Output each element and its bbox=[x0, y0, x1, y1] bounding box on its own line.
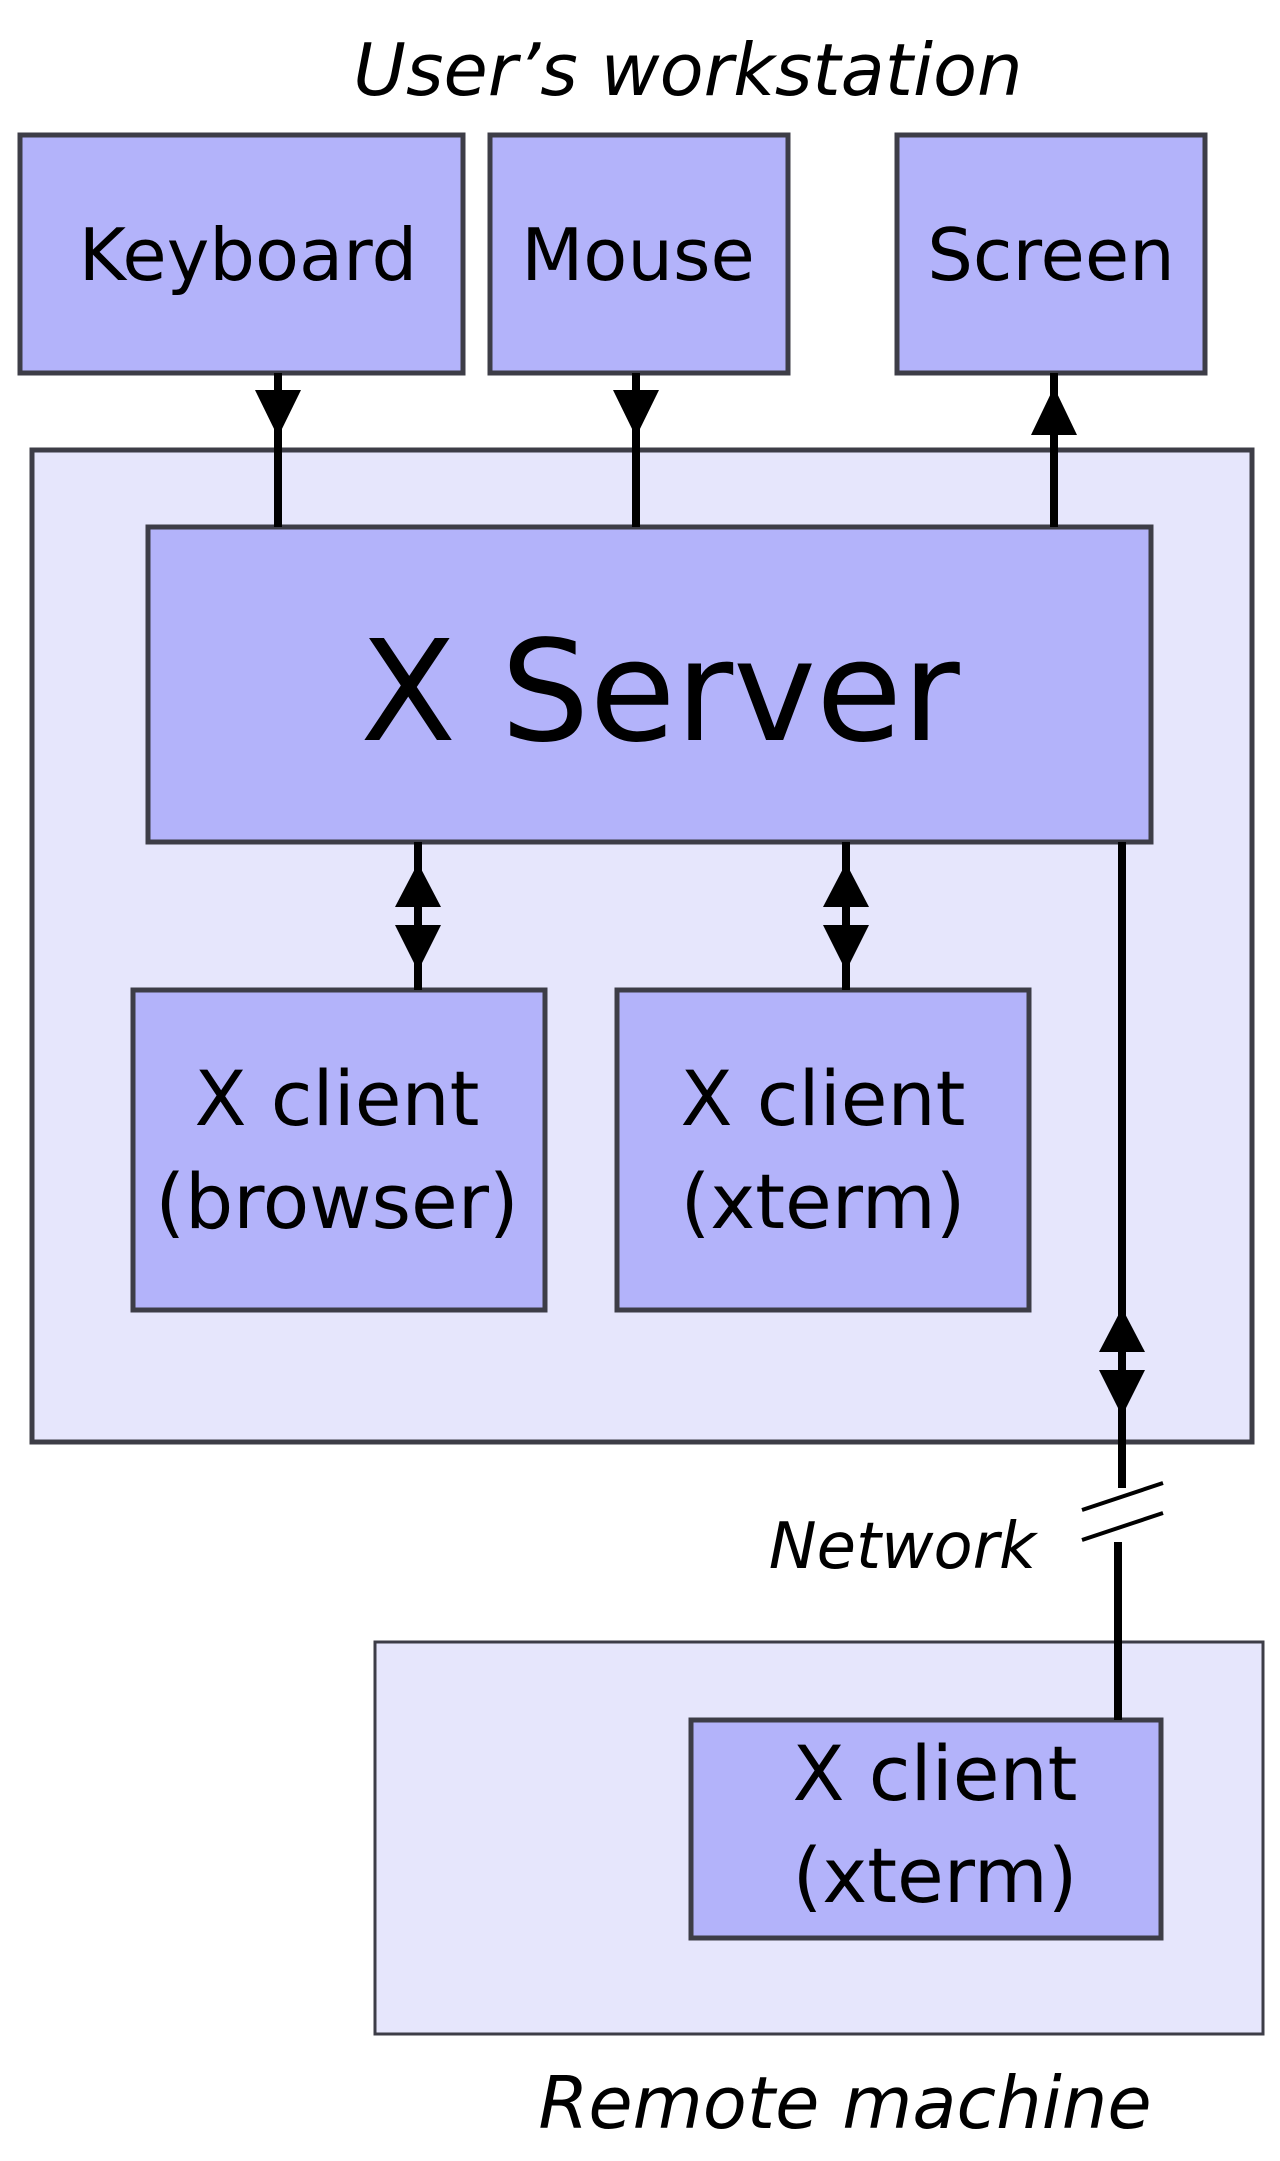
x-client-xterm-box: X client (xterm) bbox=[614, 987, 1032, 1313]
remote-x-client-line1: X client bbox=[793, 1729, 1078, 1818]
screen-box: Screen bbox=[894, 132, 1208, 376]
remote-x-client-line2: (xterm) bbox=[793, 1831, 1078, 1920]
network-break-icon bbox=[1081, 1481, 1164, 1542]
mouse-arrow-down-icon bbox=[613, 390, 659, 437]
screen-arrow-up-icon bbox=[1031, 387, 1077, 435]
xterm-arrow-down-icon bbox=[823, 925, 869, 971]
xterm-arrow-up-icon bbox=[823, 863, 869, 907]
keyboard-arrow-down-icon bbox=[255, 390, 301, 437]
x-server-label: X Server bbox=[360, 611, 960, 774]
keyboard-box: Keyboard bbox=[17, 132, 466, 376]
network-label: Network bbox=[769, 1510, 1039, 1584]
x-client-browser-box: X client (browser) bbox=[130, 987, 548, 1313]
browser-arrow-up-icon bbox=[395, 863, 441, 907]
workstation-title: User’s workstation bbox=[353, 28, 1022, 112]
browser-arrow-down-icon bbox=[395, 925, 441, 971]
x-server-box: X Server bbox=[145, 524, 1154, 845]
mouse-label: Mouse bbox=[521, 213, 755, 297]
x-client-xterm-line2: (xterm) bbox=[681, 1157, 966, 1246]
remote-x-client-box: X client (xterm) bbox=[688, 1717, 1164, 1941]
remote-machine-title: Remote machine bbox=[538, 2061, 1151, 2145]
mouse-box: Mouse bbox=[487, 132, 791, 376]
x-client-xterm-line1: X client bbox=[681, 1054, 966, 1143]
keyboard-label: Keyboard bbox=[79, 213, 417, 297]
screen-label: Screen bbox=[927, 213, 1175, 297]
x-client-browser-line2: (browser) bbox=[155, 1157, 518, 1246]
x-client-browser-line1: X client bbox=[195, 1054, 480, 1143]
network-arrow-up-icon bbox=[1099, 1308, 1145, 1352]
network-arrow-down-icon bbox=[1099, 1370, 1145, 1416]
